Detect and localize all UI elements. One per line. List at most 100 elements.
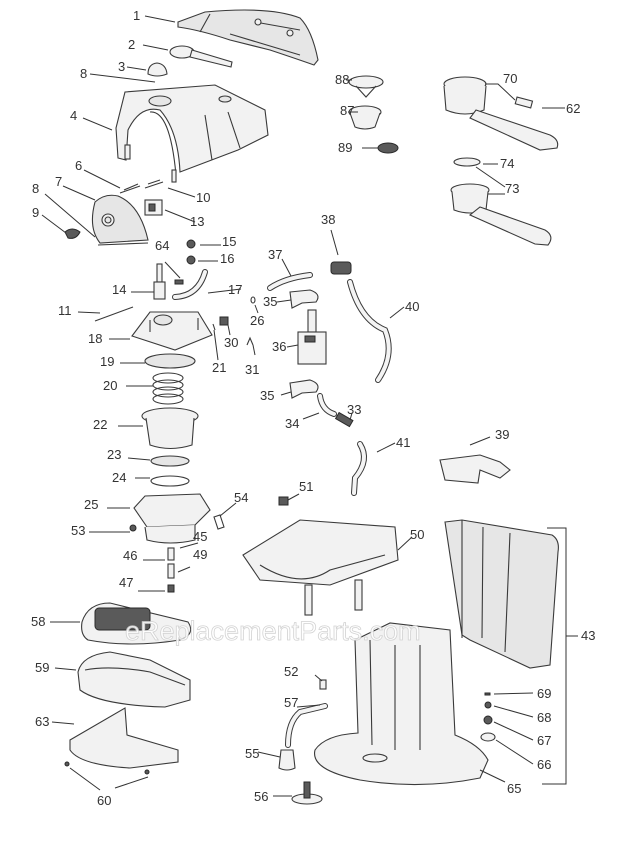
part-38-pressure-valve[interactable] — [330, 261, 352, 275]
part-21-pin[interactable] — [212, 323, 216, 331]
callout-57[interactable]: 57 — [284, 695, 298, 710]
part-54-clip[interactable] — [213, 514, 225, 530]
part-25-group-head[interactable] — [133, 493, 211, 544]
part-40-hose[interactable] — [347, 279, 392, 383]
callout-58[interactable]: 58 — [31, 614, 45, 629]
callout-88[interactable]: 88 — [335, 72, 349, 87]
callout-22[interactable]: 22 — [93, 417, 107, 432]
callout-73[interactable]: 73 — [505, 181, 519, 196]
callout-47[interactable]: 47 — [119, 575, 133, 590]
callout-62[interactable]: 62 — [566, 101, 580, 116]
callout-67[interactable]: 67 — [537, 733, 551, 748]
callout-54[interactable]: 54 — [234, 490, 248, 505]
callout-36[interactable]: 36 — [272, 339, 286, 354]
callout-50[interactable]: 50 — [410, 527, 424, 542]
part-66-seal[interactable] — [480, 732, 496, 742]
callout-4[interactable]: 4 — [70, 108, 77, 123]
part-63-tray-base[interactable] — [69, 707, 179, 769]
part-51-nut[interactable] — [278, 496, 289, 506]
part-50-internal-frame[interactable] — [242, 519, 399, 616]
callout-64[interactable]: 64 — [155, 238, 169, 253]
part-17-hose[interactable] — [172, 269, 208, 300]
callout-87[interactable]: 87 — [340, 103, 354, 118]
callout-56[interactable]: 56 — [254, 789, 268, 804]
part-62-clip[interactable] — [514, 96, 534, 109]
part-74-gasket[interactable] — [453, 157, 481, 167]
part-35-pump-mount-lower[interactable] — [289, 379, 319, 399]
part-33-connector[interactable] — [334, 411, 354, 428]
part-16-nut[interactable] — [186, 255, 196, 265]
callout-53[interactable]: 53 — [71, 523, 85, 538]
part-52-screw[interactable] — [319, 679, 327, 690]
callout-49[interactable]: 49 — [193, 547, 207, 562]
part-43-water-tank[interactable] — [444, 519, 559, 669]
part-3-cap[interactable] — [147, 62, 168, 77]
part-22-filter-cup[interactable] — [141, 407, 199, 450]
part-58-drip-grill[interactable] — [81, 602, 192, 645]
part-19-gasket[interactable] — [144, 353, 196, 369]
part-9-knob[interactable] — [64, 228, 81, 239]
part-39-bracket[interactable] — [439, 454, 511, 484]
callout-51[interactable]: 51 — [299, 479, 313, 494]
callout-1[interactable]: 1 — [133, 8, 140, 23]
part-6-pin[interactable] — [119, 183, 141, 194]
part-69-washer[interactable] — [484, 692, 491, 696]
callout-6[interactable]: 6 — [75, 158, 82, 173]
callout-19[interactable]: 19 — [100, 354, 114, 369]
part-20-heating-element[interactable] — [152, 372, 184, 405]
callout-38[interactable]: 38 — [321, 212, 335, 227]
part-11-wire[interactable] — [94, 306, 134, 322]
callout-66[interactable]: 66 — [537, 757, 551, 772]
callout-52[interactable]: 52 — [284, 664, 298, 679]
part-47-nozzle[interactable] — [167, 584, 175, 593]
part-2-measuring-scoop[interactable] — [169, 45, 233, 68]
part-37-tube[interactable] — [267, 272, 313, 291]
callout-26[interactable]: 26 — [250, 313, 264, 328]
part-18-boiler-head[interactable] — [131, 311, 213, 351]
callout-2[interactable]: 2 — [128, 37, 135, 52]
callout-41[interactable]: 41 — [396, 435, 410, 450]
part-73-portafilter[interactable] — [450, 183, 552, 246]
callout-63[interactable]: 63 — [35, 714, 49, 729]
callout-37[interactable]: 37 — [268, 247, 282, 262]
callout-39[interactable]: 39 — [495, 427, 509, 442]
part-57-steam-tube[interactable] — [285, 703, 328, 748]
callout-34[interactable]: 34 — [285, 416, 299, 431]
callout-25[interactable]: 25 — [84, 497, 98, 512]
callout-17[interactable]: 17 — [228, 282, 242, 297]
callout-68[interactable]: 68 — [537, 710, 551, 725]
part-41-hose[interactable] — [351, 441, 367, 496]
callout-7[interactable]: 7 — [55, 174, 62, 189]
part-64-clip[interactable] — [174, 279, 184, 285]
part-26-oring[interactable] — [250, 296, 256, 304]
callout-35-upper[interactable]: 35 — [263, 294, 277, 309]
part-68-cap[interactable] — [484, 701, 492, 709]
callout-59[interactable]: 59 — [35, 660, 49, 675]
part-67-valve[interactable] — [483, 715, 493, 725]
callout-31[interactable]: 31 — [245, 362, 259, 377]
part-59-drip-tray[interactable] — [77, 651, 191, 708]
part-70-portafilter[interactable] — [443, 76, 559, 151]
callout-33[interactable]: 33 — [347, 402, 361, 417]
part-65-base[interactable] — [314, 622, 489, 786]
part-10-pin[interactable] — [144, 179, 164, 189]
callout-20[interactable]: 20 — [103, 378, 117, 393]
callout-55[interactable]: 55 — [245, 746, 259, 761]
part-30-plug[interactable] — [219, 316, 229, 326]
callout-18[interactable]: 18 — [88, 331, 102, 346]
callout-30[interactable]: 30 — [224, 335, 238, 350]
part-7-control-panel[interactable] — [91, 194, 149, 246]
part-1-top-lid[interactable] — [177, 9, 319, 66]
callout-23[interactable]: 23 — [107, 447, 121, 462]
callout-8-panel[interactable]: 8 — [32, 181, 39, 196]
part-31-spring-clip[interactable] — [246, 336, 254, 346]
callout-40[interactable]: 40 — [405, 299, 419, 314]
part-49-valve-body[interactable] — [167, 563, 175, 579]
callout-16[interactable]: 16 — [220, 251, 234, 266]
callout-45[interactable]: 45 — [193, 529, 207, 544]
callout-21[interactable]: 21 — [212, 360, 226, 375]
part-87-filter-basket[interactable] — [348, 105, 382, 130]
part-23-shower-disc[interactable] — [150, 455, 190, 467]
callout-46[interactable]: 46 — [123, 548, 137, 563]
callout-70[interactable]: 70 — [503, 71, 517, 86]
